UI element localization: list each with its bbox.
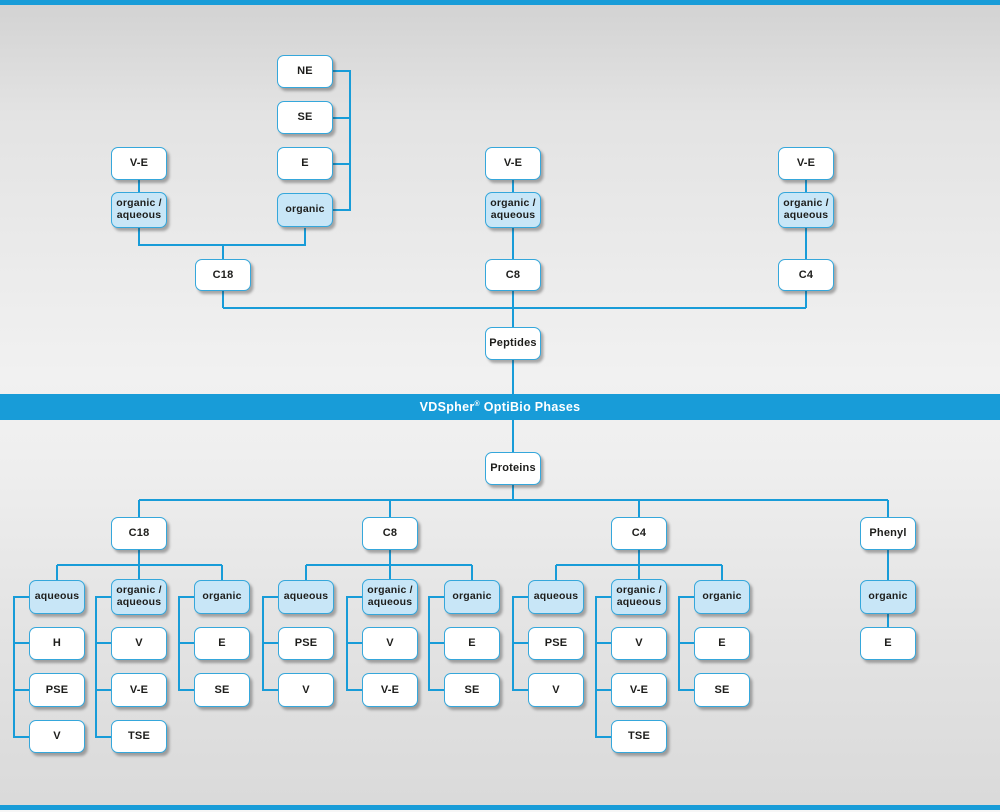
category-prot-c4-organic: organic	[694, 580, 750, 614]
leaf-prot-c18-oa-tse: TSE	[111, 720, 167, 753]
node-prot-c18: C18	[111, 517, 167, 550]
node-peptides-root: Peptides	[485, 327, 541, 360]
leaf-prot-phenyl-e: E	[860, 627, 916, 660]
category-prot-c18-organic: organic	[194, 580, 250, 614]
leaf-prot-c8-v: V	[278, 673, 334, 707]
category-prot-c8-aqueous: aqueous	[278, 580, 334, 614]
leaf-prot-c4-oa-v: V	[611, 627, 667, 660]
node-pep-c8: C8	[485, 259, 541, 291]
leaf-prot-c4-pse: PSE	[528, 627, 584, 660]
leaf-prot-c4-or-se: SE	[694, 673, 750, 707]
leaf-prot-c8-pse: PSE	[278, 627, 334, 660]
bottom-white-strip	[0, 810, 1000, 812]
node-prot-phenyl: Phenyl	[860, 517, 916, 550]
category-prot-phenyl-organic: organic	[860, 580, 916, 614]
leaf-pep-c18-e: E	[277, 147, 333, 180]
leaf-prot-c18-h: H	[29, 627, 85, 660]
category-prot-c18-aqueous: aqueous	[29, 580, 85, 614]
node-prot-c4: C4	[611, 517, 667, 550]
leaf-prot-c4-oa-tse: TSE	[611, 720, 667, 753]
leaf-prot-c18-or-e: E	[194, 627, 250, 660]
leaf-prot-c18-pse: PSE	[29, 673, 85, 707]
leaf-prot-c18-oa-ve: V-E	[111, 673, 167, 707]
leaf-prot-c8-oa-ve: V-E	[362, 673, 418, 707]
leaf-prot-c8-oa-v: V	[362, 627, 418, 660]
leaf-prot-c4-v: V	[528, 673, 584, 707]
leaf-prot-c4-oa-ve: V-E	[611, 673, 667, 707]
leaf-prot-c8-or-se: SE	[444, 673, 500, 707]
category-prot-c18-organic-aqueous: organic / aqueous	[111, 579, 167, 615]
leaf-pep-c18-ve: V-E	[111, 147, 167, 180]
category-prot-c4-aqueous: aqueous	[528, 580, 584, 614]
leaf-prot-c18-or-se: SE	[194, 673, 250, 707]
top-accent-bar	[0, 0, 1000, 5]
node-pep-c18: C18	[195, 259, 251, 291]
node-proteins-root: Proteins	[485, 452, 541, 485]
leaf-prot-c18-v: V	[29, 720, 85, 753]
category-pep-c18-organic: organic	[277, 193, 333, 227]
category-pep-c4-organic-aqueous: organic / aqueous	[778, 192, 834, 228]
category-prot-c8-organic: organic	[444, 580, 500, 614]
leaf-pep-c18-ne: NE	[277, 55, 333, 88]
category-prot-c4-organic-aqueous: organic / aqueous	[611, 579, 667, 615]
leaf-prot-c8-or-e: E	[444, 627, 500, 660]
node-prot-c8: C8	[362, 517, 418, 550]
category-pep-c18-organic-aqueous: organic / aqueous	[111, 192, 167, 228]
leaf-pep-c4-ve: V-E	[778, 147, 834, 180]
banner: VDSpher® OptiBio Phases	[0, 394, 1000, 420]
leaf-pep-c8-ve: V-E	[485, 147, 541, 180]
banner-title: VDSpher® OptiBio Phases	[419, 400, 581, 414]
leaf-prot-c18-oa-v: V	[111, 627, 167, 660]
category-pep-c8-organic-aqueous: organic / aqueous	[485, 192, 541, 228]
leaf-pep-c18-se: SE	[277, 101, 333, 134]
leaf-prot-c4-or-e: E	[694, 627, 750, 660]
node-pep-c4: C4	[778, 259, 834, 291]
category-prot-c8-organic-aqueous: organic / aqueous	[362, 579, 418, 615]
bottom-accent-bar	[0, 805, 1000, 810]
registered-mark: ®	[474, 400, 480, 408]
